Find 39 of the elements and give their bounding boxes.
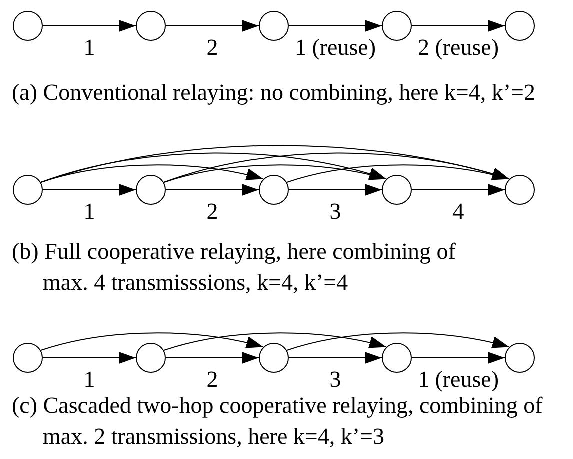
arrow [166,184,260,196]
arrow [40,332,264,351]
arrow [42,352,136,364]
arrow [164,152,510,183]
figure-caption: (a) Conventional relaying: no combining, here k=4, k’=2 [12,79,537,107]
edge-label: 2 (reuse) [418,37,500,59]
relay-node-circle [382,175,412,205]
relay-node-circle [13,175,43,205]
arrow [412,352,506,364]
relay-node-circle [136,343,166,373]
relay-node-circle [505,11,535,41]
relay-node-circle [136,175,166,205]
arrow [164,332,387,351]
figure-caption: (b) Full cooperative relaying, here combining of max. 4 transmisssions, k=4, k’=4 [12,238,457,297]
arrow [288,184,382,196]
edge-label: 1 (reuse) [294,37,376,59]
relay-node-circle [382,11,412,41]
relay-node-circle [136,11,166,41]
arrow [286,164,510,183]
arrow [288,352,382,364]
arrow [166,352,260,364]
figure-caption: (c) Cascaded two-hop cooperative relaying, combining of max. 2 transmissions, here k=4, k’=3 [12,392,544,451]
relay-node-circle [13,11,43,41]
arrow [164,164,387,183]
arrow [166,20,260,32]
arrow [42,184,136,196]
relay-node-circle [13,343,43,373]
arrow [286,332,510,351]
edge-label: 1 (reuse) [418,369,500,391]
arrow [412,184,506,196]
arrow [42,20,136,32]
relay-node-circle [505,343,535,373]
relay-node-circle [259,175,289,205]
relay-node-circle [259,11,289,41]
relay-node-circle [259,343,289,373]
relay-node-circle [382,343,412,373]
relay-node-circle [505,175,535,205]
arrow [412,20,506,32]
arrow [288,20,382,32]
